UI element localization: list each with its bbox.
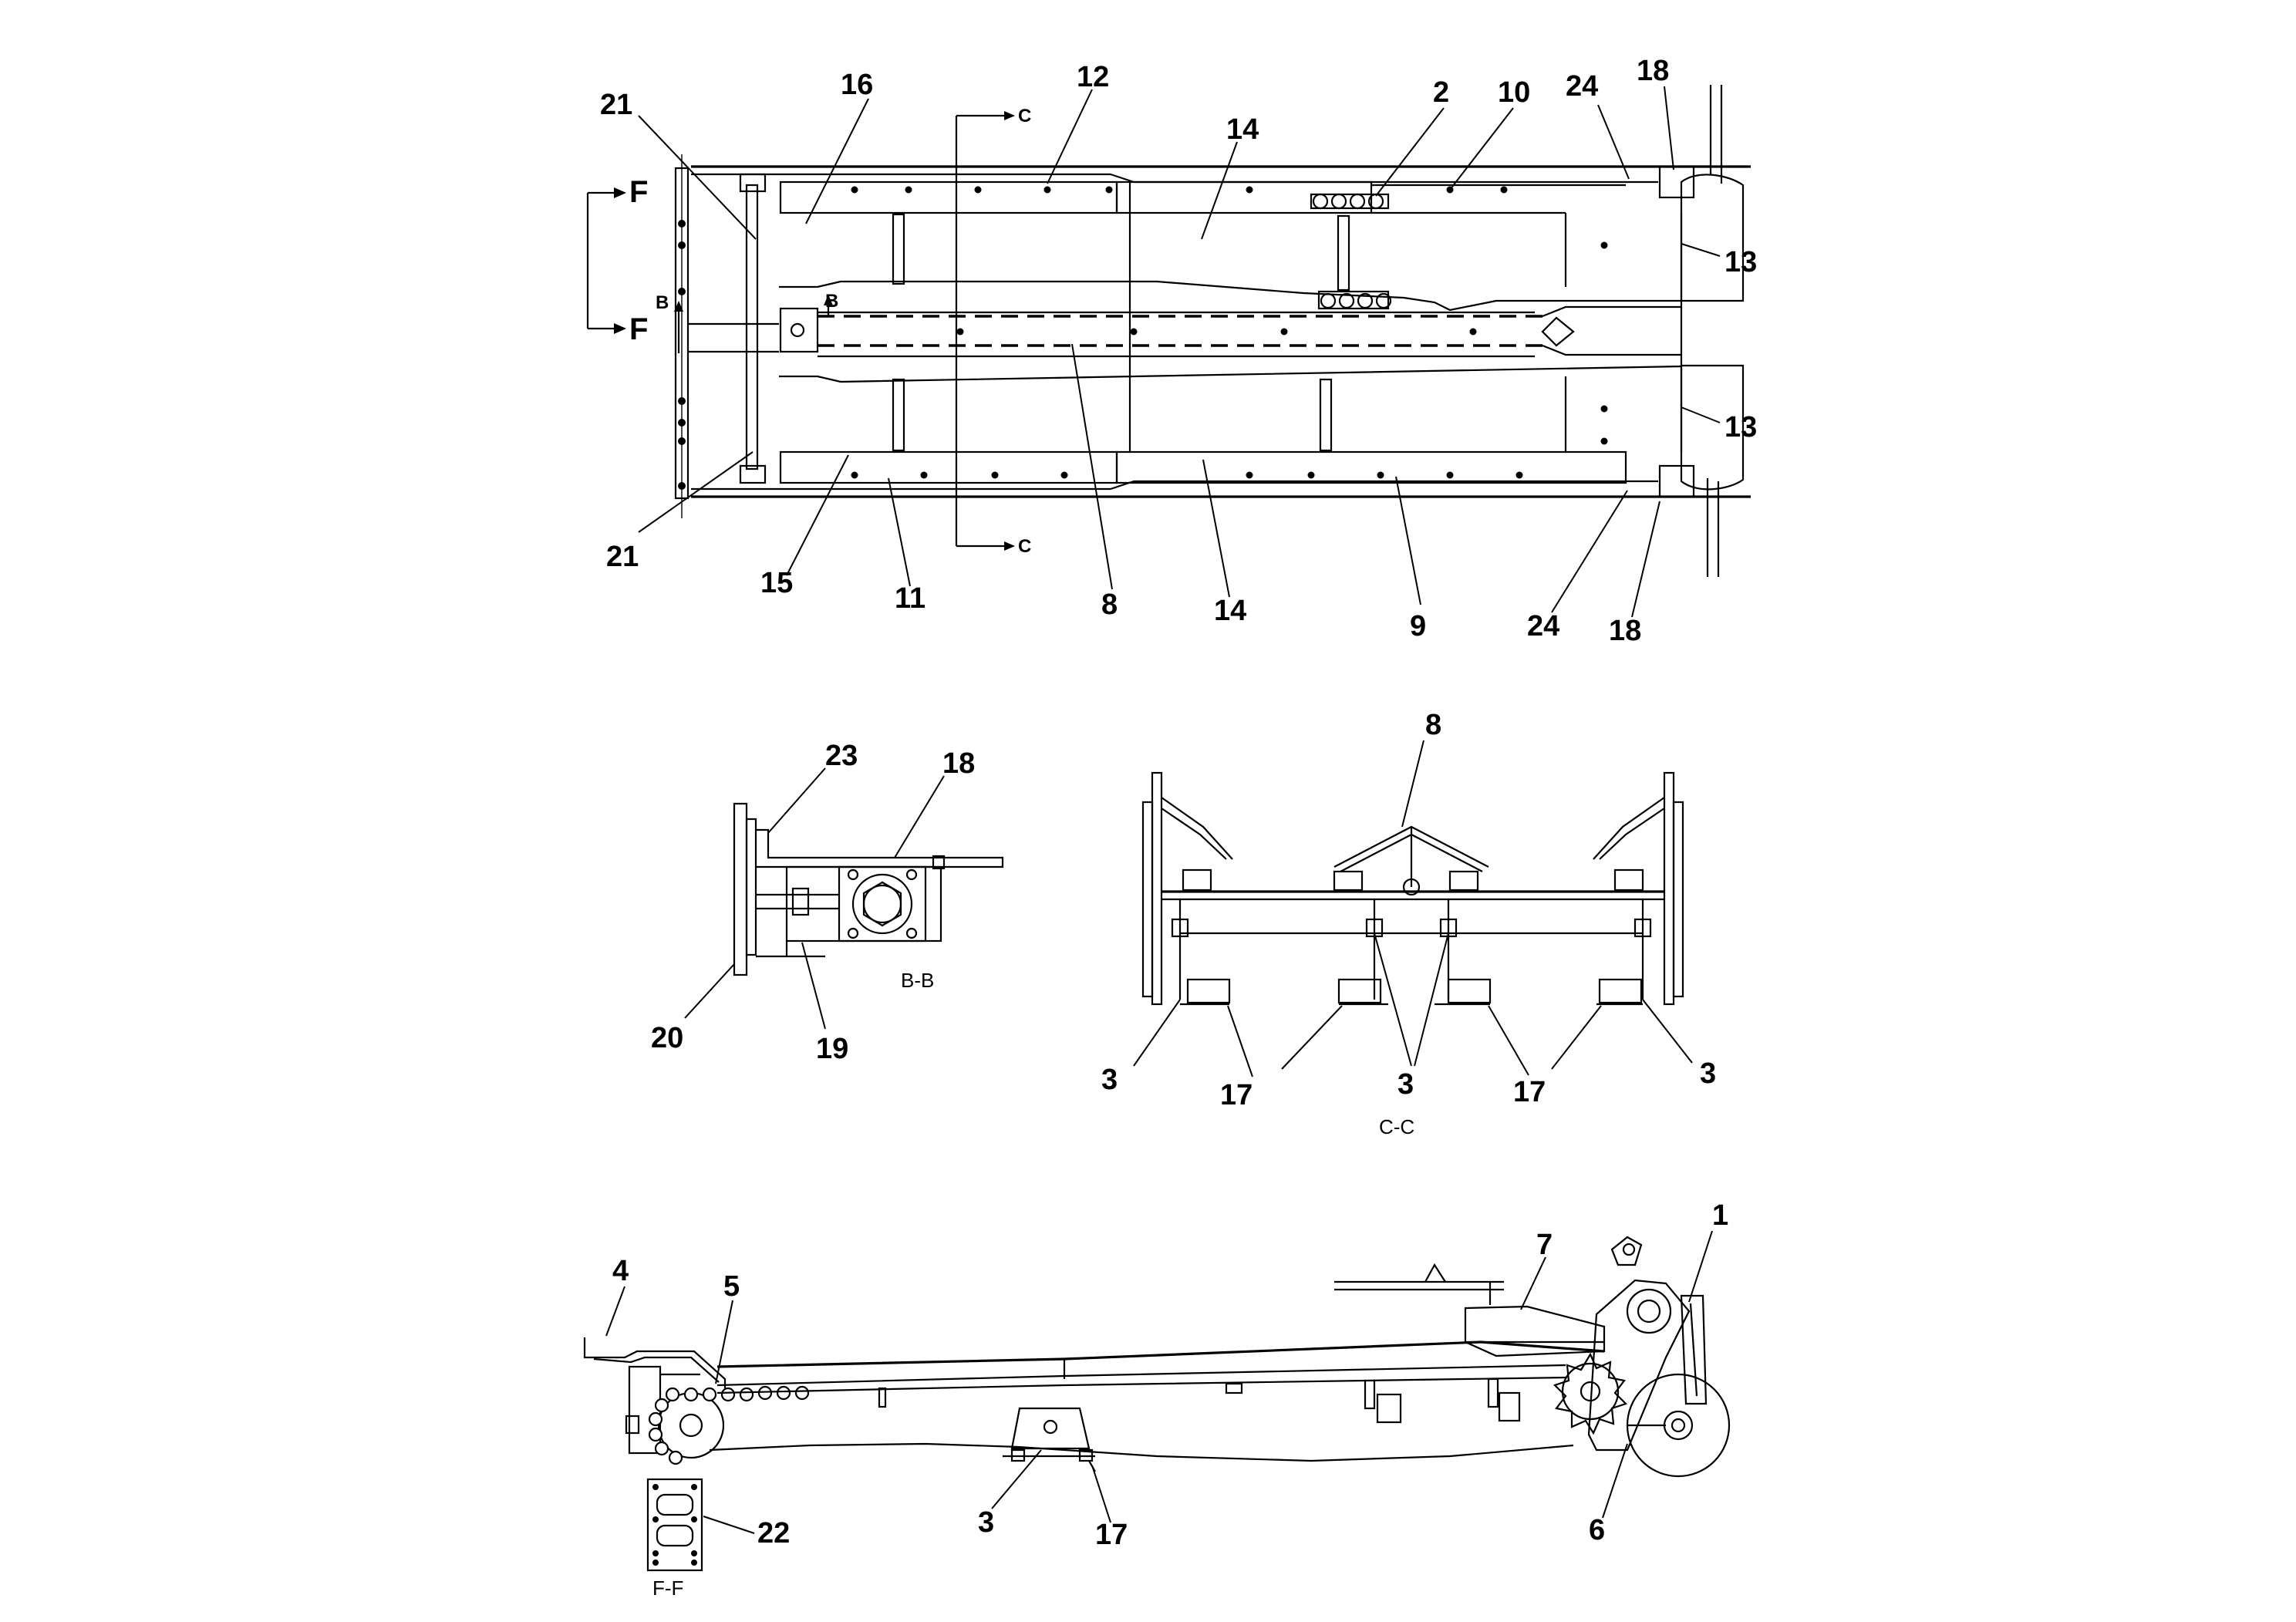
callout-17: 17 xyxy=(1513,1076,1546,1108)
callout-9: 9 xyxy=(1410,610,1426,642)
side-view: 4 5 7 1 3 17 6 22 F-F xyxy=(583,1199,1731,1600)
callout-3: 3 xyxy=(1397,1068,1414,1101)
callout-16: 16 xyxy=(841,69,873,101)
callout-12: 12 xyxy=(1077,61,1109,93)
section-mark-f: F xyxy=(629,175,648,209)
callout-21: 21 xyxy=(606,541,639,573)
section-mark-b: B xyxy=(656,292,669,313)
callout-3: 3 xyxy=(1700,1057,1716,1090)
section-bb: 23 18 20 19 B-B xyxy=(651,740,1004,1065)
callout-3: 3 xyxy=(1101,1064,1118,1096)
callout-23: 23 xyxy=(825,740,858,772)
callout-10: 10 xyxy=(1498,76,1530,109)
callout-21: 21 xyxy=(600,89,632,121)
callout-8: 8 xyxy=(1101,588,1118,621)
callout-3: 3 xyxy=(978,1506,994,1539)
callout-1: 1 xyxy=(1712,1199,1728,1232)
callout-7: 7 xyxy=(1536,1229,1553,1261)
callout-19: 19 xyxy=(816,1033,848,1065)
callout-11: 11 xyxy=(895,582,925,615)
callout-17: 17 xyxy=(1095,1519,1128,1551)
section-label-cc: C-C xyxy=(1379,1115,1414,1138)
callout-17: 17 xyxy=(1220,1079,1253,1111)
section-mark-c: C xyxy=(1018,536,1031,557)
callout-15: 15 xyxy=(760,567,793,599)
section-mark-c: C xyxy=(1018,106,1031,126)
callout-6: 6 xyxy=(1589,1514,1605,1546)
callout-4: 4 xyxy=(612,1255,629,1287)
callout-18: 18 xyxy=(942,747,975,780)
callout-18: 18 xyxy=(1609,615,1641,647)
chain xyxy=(1310,193,1392,310)
callout-14: 14 xyxy=(1214,595,1246,627)
callout-18: 18 xyxy=(1637,55,1669,87)
section-label-bb: B-B xyxy=(901,969,934,992)
callout-8: 8 xyxy=(1425,709,1441,741)
callout-24: 24 xyxy=(1527,610,1559,642)
callout-14: 14 xyxy=(1226,113,1259,146)
leaders xyxy=(638,86,1721,618)
callout-13: 13 xyxy=(1725,411,1757,443)
section-cc: 8 3 17 3 17 3 C-C xyxy=(1101,709,1716,1138)
callout-2: 2 xyxy=(1433,76,1449,109)
callout-22: 22 xyxy=(757,1517,790,1549)
callout-24: 24 xyxy=(1566,70,1598,103)
section-mark-b: B xyxy=(825,291,838,312)
callout-20: 20 xyxy=(651,1022,683,1054)
callout-13: 13 xyxy=(1725,246,1757,278)
callout-5: 5 xyxy=(723,1270,740,1303)
section-label-ff: F-F xyxy=(652,1576,683,1600)
section-mark-f: F xyxy=(629,312,648,346)
top-view: 21 16 12 14 2 10 24 18 13 13 21 15 11 8 … xyxy=(586,55,1757,647)
